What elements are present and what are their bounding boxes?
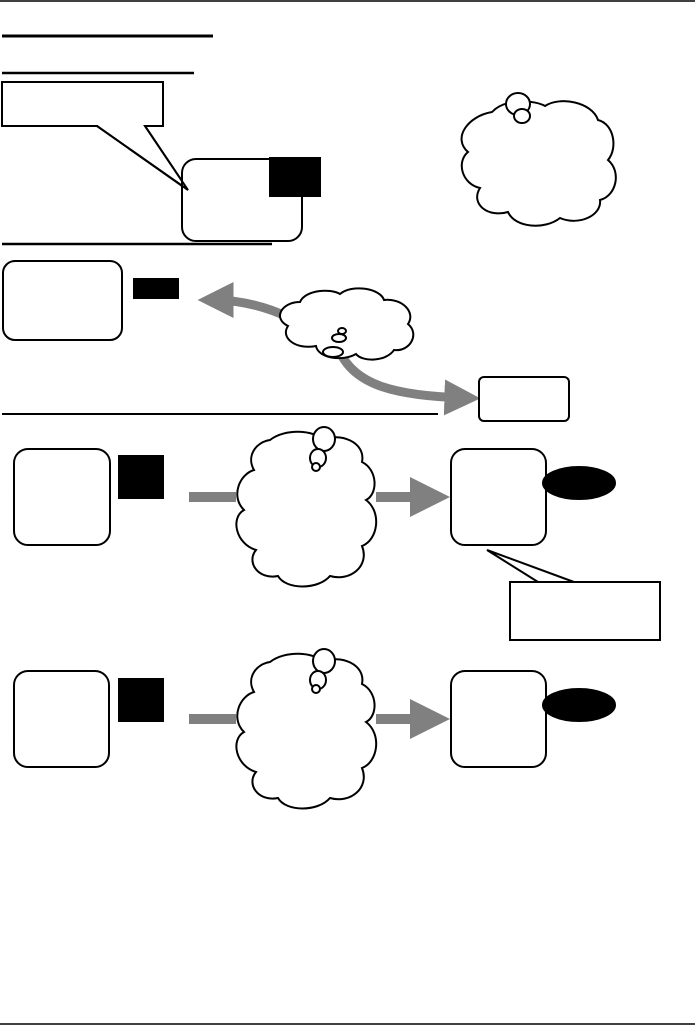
callout-box-icon bbox=[486, 549, 661, 641]
cloud-bubble-icon bbox=[311, 462, 321, 472]
cloud-bubble-icon bbox=[337, 327, 347, 335]
cloud-bubble-icon bbox=[312, 648, 336, 674]
gray-arrow-icon bbox=[335, 349, 481, 416]
cloud-icon bbox=[235, 652, 378, 810]
cloud-icon bbox=[279, 287, 415, 361]
black-square-icon bbox=[269, 157, 321, 197]
rounded-box-icon bbox=[13, 670, 110, 768]
cloud-bubble-icon bbox=[513, 108, 531, 124]
black-square-icon bbox=[118, 678, 164, 722]
section-2-group bbox=[2, 260, 570, 422]
black-ellipse-icon bbox=[542, 466, 616, 500]
black-square-icon bbox=[118, 455, 164, 499]
cloud-bubble-icon bbox=[311, 684, 321, 694]
black-square-icon bbox=[133, 278, 179, 299]
rounded-box-icon bbox=[478, 376, 570, 422]
callout-box-icon bbox=[1, 81, 189, 191]
section-3-group bbox=[13, 426, 661, 641]
cloud-icon bbox=[235, 430, 378, 588]
cloud-bubble-icon bbox=[322, 346, 344, 358]
cloud-icon bbox=[460, 100, 617, 227]
section-1-group bbox=[1, 81, 617, 242]
cloud-bubble-icon bbox=[312, 426, 336, 452]
gray-arrow-icon bbox=[197, 282, 292, 323]
rounded-box-icon bbox=[450, 670, 547, 768]
cloud-bubble-icon bbox=[331, 333, 347, 343]
section-4-group bbox=[13, 648, 616, 810]
black-ellipse-icon bbox=[542, 688, 616, 722]
callout-pointer bbox=[96, 125, 189, 191]
rounded-box-icon bbox=[2, 260, 123, 341]
rounded-box-icon bbox=[13, 448, 111, 546]
rounded-box-icon bbox=[450, 448, 547, 546]
